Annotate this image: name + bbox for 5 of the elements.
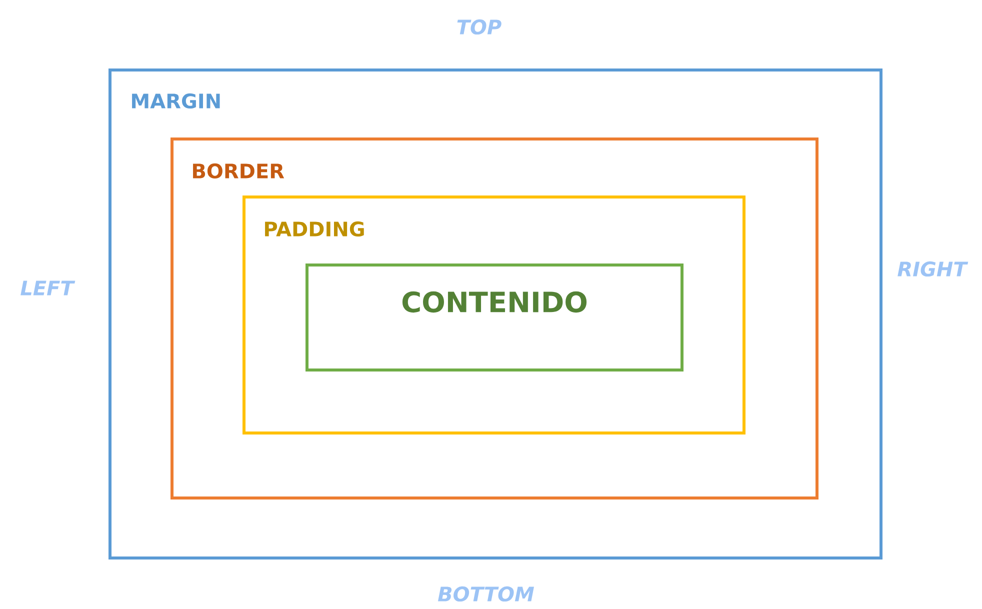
side-label: BOTTOM [438, 586, 534, 602]
side-label: LEFT [20, 280, 76, 296]
box-outline: CONTENIDO [306, 263, 684, 372]
side-label: TOP [457, 19, 502, 35]
side-label: RIGHT [898, 261, 968, 277]
